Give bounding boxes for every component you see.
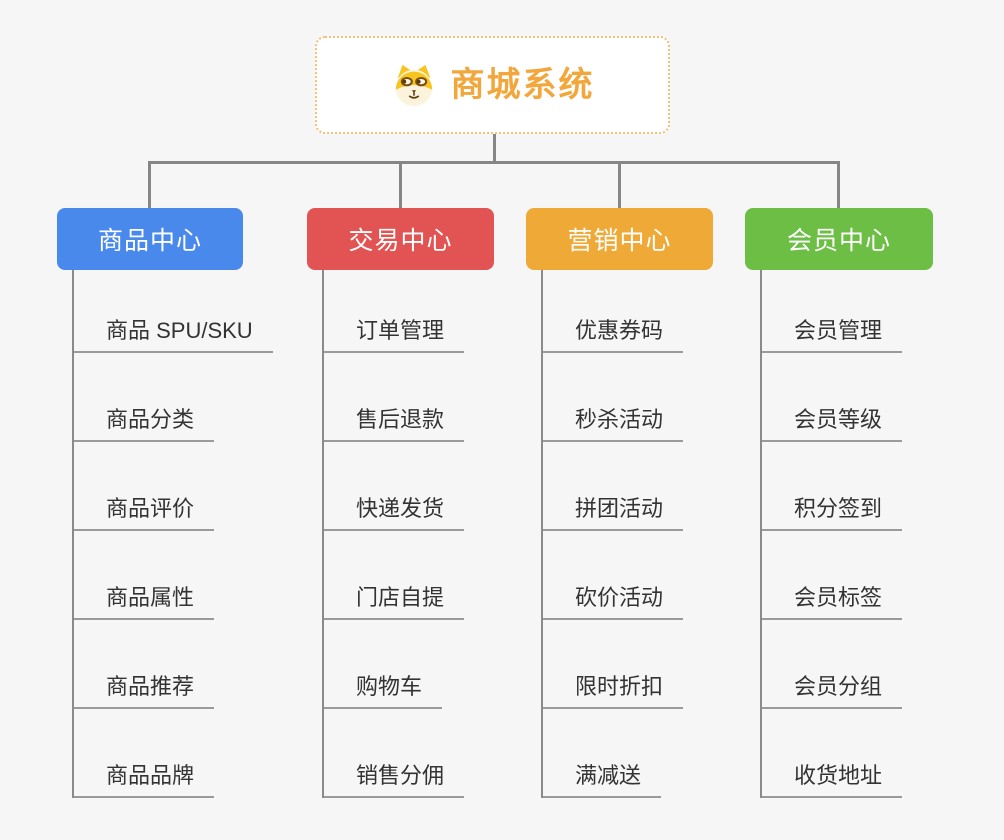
topic-label[interactable]: 限时折扣 — [543, 676, 684, 709]
topic-item: 购物车 — [324, 620, 464, 709]
topic-item: 优惠券码 — [543, 270, 684, 353]
topic-label[interactable]: 满减送 — [543, 765, 662, 798]
root-title: 商城系统 — [450, 66, 595, 104]
topic-label[interactable]: 拼团活动 — [543, 498, 684, 531]
topic-label[interactable]: 商品品牌 — [74, 765, 215, 798]
topic-item: 秒杀活动 — [543, 353, 684, 442]
branch-node-member-center[interactable]: 会员中心 — [745, 208, 933, 270]
topic-label[interactable]: 会员等级 — [762, 409, 903, 442]
topic-label[interactable]: 积分签到 — [762, 498, 903, 531]
topic-item: 砍价活动 — [543, 531, 684, 620]
branch-children-member-center: 会员管理 会员等级 积分签到 会员标签 会员分组 收货地址 — [760, 270, 903, 798]
topic-label[interactable]: 商品推荐 — [74, 676, 215, 709]
topic-label[interactable]: 砍价活动 — [543, 587, 684, 620]
connector-drop-3 — [618, 161, 621, 208]
branch-node-product-center[interactable]: 商品中心 — [57, 208, 243, 270]
topic-label[interactable]: 收货地址 — [762, 765, 903, 798]
branch-children-trade-center: 订单管理 售后退款 快递发货 门店自提 购物车 销售分佣 — [322, 270, 465, 798]
topic-item: 订单管理 — [324, 270, 465, 353]
connector-root-stub — [493, 134, 496, 163]
topic-label[interactable]: 订单管理 — [324, 320, 465, 353]
topic-item: 积分签到 — [762, 442, 903, 531]
topic-item: 商品推荐 — [74, 620, 273, 709]
topic-item: 商品分类 — [74, 353, 273, 442]
topic-item: 快递发货 — [324, 442, 465, 531]
topic-label[interactable]: 商品评价 — [74, 498, 215, 531]
topic-item: 会员等级 — [762, 353, 903, 442]
topic-item: 商品 SPU/SKU — [74, 270, 273, 353]
connector-horizontal — [149, 161, 840, 164]
topic-label[interactable]: 会员管理 — [762, 320, 903, 353]
topic-item: 收货地址 — [762, 709, 903, 798]
topic-item: 门店自提 — [324, 531, 465, 620]
topic-label[interactable]: 商品 SPU/SKU — [74, 320, 273, 353]
branch-node-trade-center[interactable]: 交易中心 — [307, 208, 494, 270]
topic-item: 商品属性 — [74, 531, 273, 620]
topic-label[interactable]: 优惠券码 — [543, 320, 684, 353]
topic-label[interactable]: 售后退款 — [324, 409, 465, 442]
dog-face-icon — [395, 64, 432, 107]
connector-drop-2 — [399, 161, 402, 208]
branch-node-marketing-center[interactable]: 营销中心 — [526, 208, 713, 270]
topic-label[interactable]: 销售分佣 — [324, 765, 465, 798]
topic-label[interactable]: 商品分类 — [74, 409, 215, 442]
topic-item: 销售分佣 — [324, 709, 465, 798]
branch-children-marketing-center: 优惠券码 秒杀活动 拼团活动 砍价活动 限时折扣 满减送 — [541, 270, 684, 798]
topic-item: 拼团活动 — [543, 442, 684, 531]
topic-label[interactable]: 会员分组 — [762, 676, 903, 709]
topic-label[interactable]: 会员标签 — [762, 587, 903, 620]
topic-item: 会员分组 — [762, 620, 903, 709]
topic-item: 商品评价 — [74, 442, 273, 531]
connector-drop-1 — [148, 161, 151, 208]
topic-item: 会员管理 — [762, 270, 903, 353]
topic-item: 商品品牌 — [74, 709, 273, 798]
topic-label[interactable]: 购物车 — [324, 676, 443, 709]
topic-item: 售后退款 — [324, 353, 465, 442]
branch-children-product-center: 商品 SPU/SKU 商品分类 商品评价 商品属性 商品推荐 商品品牌 — [72, 270, 273, 798]
topic-item: 限时折扣 — [543, 620, 684, 709]
connector-drop-4 — [837, 161, 840, 208]
topic-label[interactable]: 秒杀活动 — [543, 409, 684, 442]
topic-label[interactable]: 门店自提 — [324, 587, 465, 620]
topic-label[interactable]: 商品属性 — [74, 587, 215, 620]
topic-item: 会员标签 — [762, 531, 903, 620]
topic-label[interactable]: 快递发货 — [324, 498, 465, 531]
root-node[interactable]: 商城系统 — [315, 36, 670, 134]
topic-item: 满减送 — [543, 709, 683, 798]
